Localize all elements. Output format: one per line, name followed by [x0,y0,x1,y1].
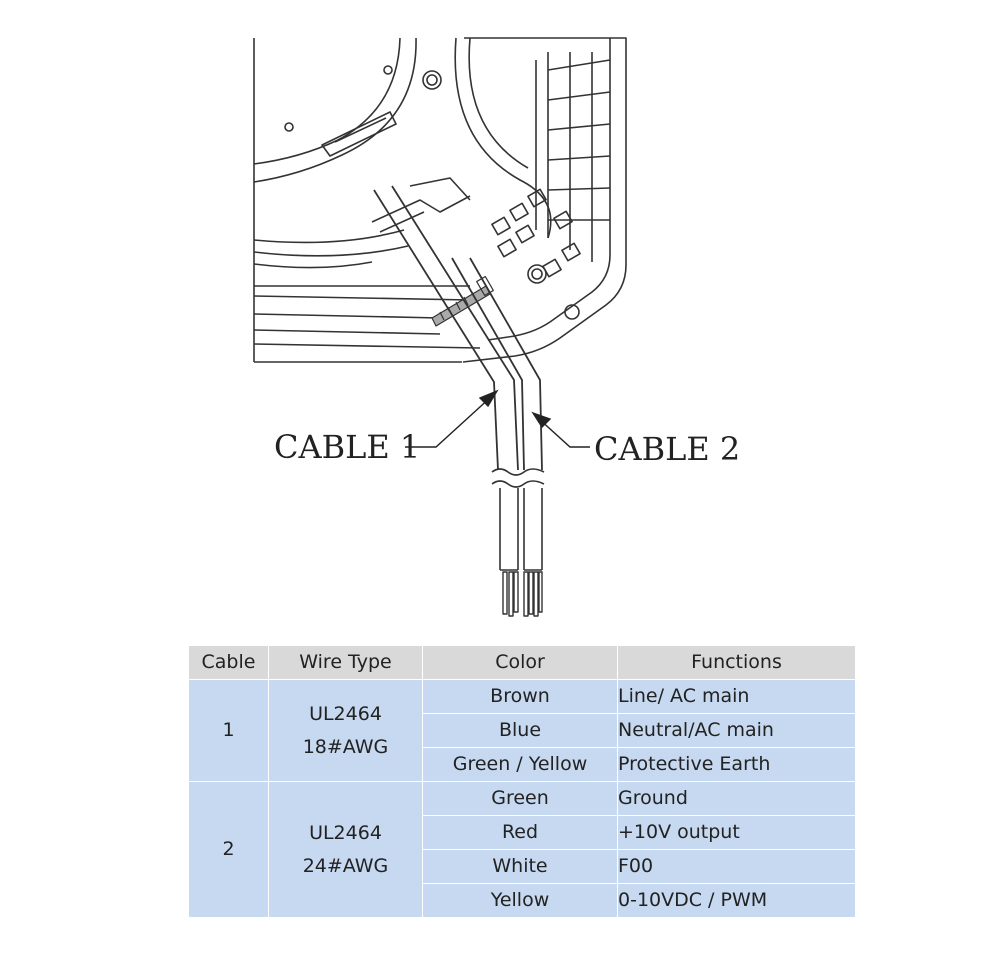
wire-function: Protective Earth [617,747,856,782]
header-color: Color [422,645,618,680]
wire-type-line1: UL2464 [309,702,382,725]
wire-type-line2: 24#AWG [302,854,389,877]
wire-function: Line/ AC main [617,679,856,714]
cable2-label: CABLE 2 [594,430,740,468]
table-row: 2 UL2464 24#AWG Green Ground [188,781,856,918]
wire-color: Green / Yellow [422,747,618,782]
wire-color: Green [422,781,618,816]
header-functions: Functions [617,645,856,680]
wire-function: Ground [617,781,856,816]
wire-function: Neutral/AC main [617,713,856,748]
cable-number: 2 [188,781,269,918]
cable2-leader [531,411,590,448]
header-wire-type: Wire Type [268,645,423,680]
table-row: Yellow 0-10VDC / PWM [189,883,856,918]
table-row: Blue Neutral/AC main [189,713,856,748]
cable1-leader [405,389,499,448]
disc-connector [321,111,397,157]
wire-color: Brown [422,679,618,714]
wire-type: UL2464 18#AWG [268,679,423,782]
header-cable: Cable [188,645,269,680]
wire-color: Blue [422,713,618,748]
wire-color: Red [422,815,618,850]
frame-ribs [535,52,611,262]
wire-type-line1: UL2464 [309,821,382,844]
table-row: 1 UL2464 18#AWG Brown Line/ AC main [188,679,856,782]
frame-grid [491,188,581,278]
wire-specification-table: Cable Wire Type Color Functions 1 UL2464… [188,645,856,918]
fan-cable-diagram: CABLE 1 CABLE 2 [253,37,740,617]
disc-hole-1 [422,70,442,90]
fan-frame-outline [462,37,627,363]
mount-hole-corner [564,304,580,320]
wire-type: UL2464 24#AWG [268,781,423,918]
cable-2 [451,257,543,471]
wire-function: 0-10VDC / PWM [617,883,856,918]
cable1-label: CABLE 1 [274,428,420,466]
cable-lower [499,488,543,570]
fan-hub-curve [454,37,552,239]
table-row: White F00 [189,849,856,884]
wire-color: White [422,849,618,884]
cable-1 [373,185,519,471]
cable-number: 1 [188,679,269,782]
clamp-bracket [371,195,471,223]
mount-hole-lower [527,264,547,284]
table-header-row: Cable Wire Type Color Functions [188,645,856,680]
fan-frame-inner [487,38,611,341]
table-row: Green / Yellow Protective Earth [189,747,856,782]
cable-break [491,468,545,488]
wire-type-line2: 18#AWG [302,735,389,758]
wire-ends [500,569,543,617]
blade-arc-1 [253,229,405,244]
table-row: Red +10V output [189,815,856,850]
wire-function: F00 [617,849,856,884]
wire-function: +10V output [617,815,856,850]
motor-disc [253,37,417,183]
wire-color: Yellow [422,883,618,918]
